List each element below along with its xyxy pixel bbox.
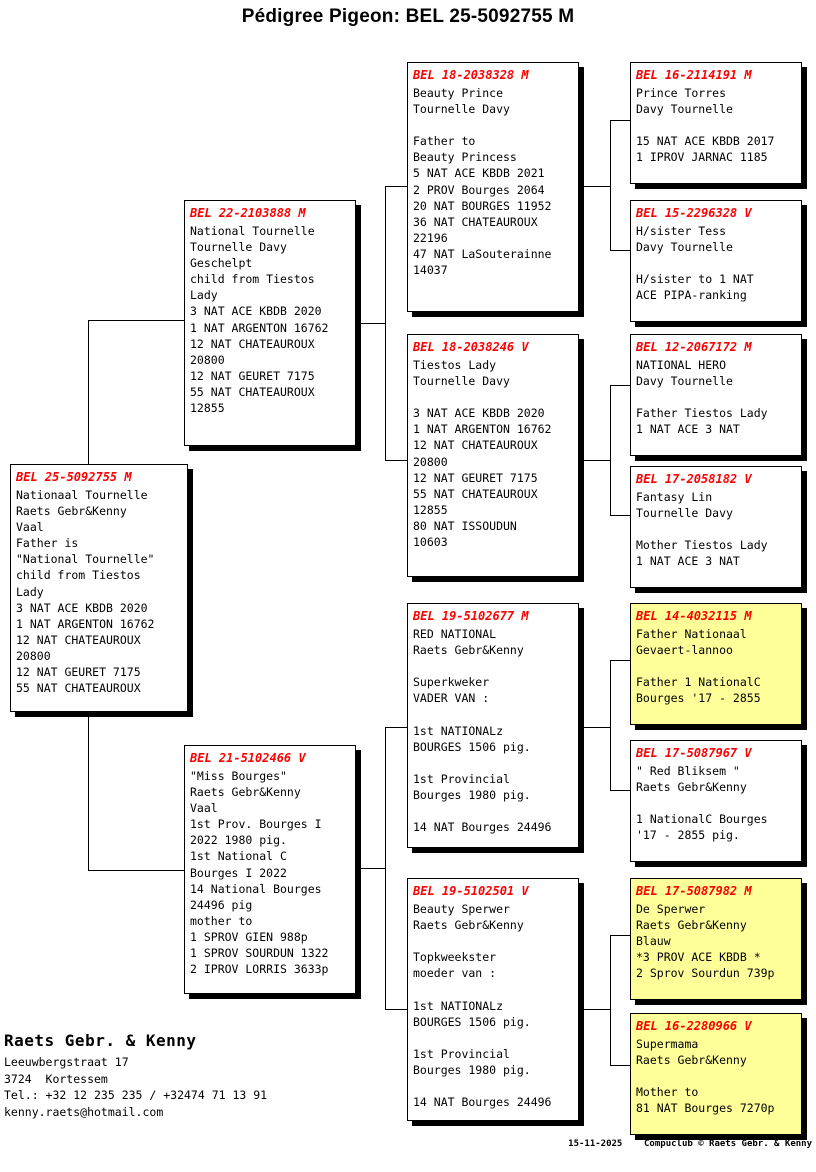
connector-mf-stem	[582, 727, 611, 728]
details-mm-father: De Sperwer Raets Gebr&Kenny Blauw *3 PRO…	[636, 902, 775, 981]
connector-to-father	[88, 320, 184, 321]
connector-to-fmm	[610, 515, 630, 516]
connector-fm-stem	[582, 460, 611, 461]
breeder-city: 3724 Kortessem	[4, 1071, 108, 1086]
details-mother-father: RED NATIONAL Raets Gebr&Kenny Superkweke…	[413, 627, 552, 835]
pedigree-box-mf-father[interactable]: BEL 14-4032115 M Father Nationaal Gevaer…	[630, 603, 802, 725]
pedigree-box-mother-father[interactable]: BEL 19-5102677 M RED NATIONAL Raets Gebr…	[407, 603, 579, 848]
details-mother-mother: Beauty Sperwer Raets Gebr&Kenny Topkweek…	[413, 902, 552, 1110]
ring-number-ff-mother: BEL 15-2296328 V	[636, 206, 752, 220]
pedigree-box-subject[interactable]: BEL 25-5092755 M Nationaal Tournelle Rae…	[10, 464, 188, 712]
connector-mm-vertical	[610, 935, 611, 1065]
connector-ff-vertical	[610, 120, 611, 250]
connector-mother-stem	[358, 868, 386, 869]
ring-number-father-father: BEL 18-2038328 M	[413, 68, 529, 82]
pedigree-box-father[interactable]: BEL 22-2103888 M National Tournelle Tour…	[184, 200, 356, 446]
footer-contact: Raets Gebr. & Kenny Leeuwbergstraat 17 3…	[4, 1031, 424, 1120]
ring-number-fm-father: BEL 12-2067172 M	[636, 340, 752, 354]
details-mf-father: Father Nationaal Gevaert-lannoo Father 1…	[636, 627, 761, 706]
ring-number-mm-father: BEL 17-5087982 M	[636, 884, 752, 898]
pedigree-box-mm-father[interactable]: BEL 17-5087982 M De Sperwer Raets Gebr&K…	[630, 878, 802, 1000]
connector-to-mf	[385, 727, 407, 728]
connector-to-ffm	[610, 250, 630, 251]
connector-father-stem	[358, 323, 386, 324]
connector-to-mm	[385, 1009, 407, 1010]
details-subject: Nationaal Tournelle Raets Gebr&Kenny Vaa…	[16, 488, 155, 696]
pedigree-box-father-mother[interactable]: BEL 18-2038246 V Tiestos Lady Tournelle …	[407, 334, 579, 577]
connector-to-mother	[88, 870, 184, 871]
pedigree-box-mother[interactable]: BEL 21-5102466 V "Miss Bourges" Raets Ge…	[184, 745, 356, 994]
details-ff-mother: H/sister Tess Davy Tournelle H/sister to…	[636, 224, 754, 303]
connector-to-fmf	[610, 385, 630, 386]
pedigree-box-mm-mother[interactable]: BEL 16-2280966 V Supermama Raets Gebr&Ke…	[630, 1013, 802, 1135]
connector-to-ff	[385, 186, 407, 187]
details-mf-mother: " Red Bliksem " Raets Gebr&Kenny 1 Natio…	[636, 764, 768, 843]
connector-ff-stem	[582, 186, 611, 187]
details-mm-mother: Supermama Raets Gebr&Kenny Mother to 81 …	[636, 1037, 775, 1116]
details-fm-father: NATIONAL HERO Davy Tournelle Father Ties…	[636, 358, 768, 437]
ring-number-fm-mother: BEL 17-2058182 V	[636, 472, 752, 486]
breeder-name: Raets Gebr. & Kenny	[4, 1031, 197, 1050]
details-mother: "Miss Bourges" Raets Gebr&Kenny Vaal 1st…	[190, 769, 329, 977]
ring-number-father-mother: BEL 18-2038246 V	[413, 340, 529, 354]
pedigree-box-mother-mother[interactable]: BEL 19-5102501 V Beauty Sperwer Raets Ge…	[407, 878, 579, 1121]
copyright-line: 15-11-2025 Compuclub © Raets Gebr. & Ken…	[568, 1139, 812, 1149]
ring-number-mother-father: BEL 19-5102677 M	[413, 609, 529, 623]
connector-mm-stem	[582, 1009, 611, 1010]
details-father-father: Beauty Prince Tournelle Davy Father to B…	[413, 86, 552, 278]
breeder-telephone: Tel.: +32 12 235 235 / +32474 71 13 91	[4, 1088, 268, 1103]
ring-number-mother: BEL 21-5102466 V	[190, 751, 306, 765]
details-father-mother: Tiestos Lady Tournelle Davy 3 NAT ACE KB…	[413, 358, 552, 550]
ring-number-father: BEL 22-2103888 M	[190, 206, 306, 220]
connector-mf-vertical	[610, 660, 611, 790]
ring-number-subject: BEL 25-5092755 M	[16, 470, 132, 484]
connector-to-fm	[385, 460, 407, 461]
ring-number-mf-mother: BEL 17-5087967 V	[636, 746, 752, 760]
connector-to-mfm	[610, 790, 630, 791]
connector-to-fff	[610, 120, 630, 121]
connector-to-mff	[610, 660, 630, 661]
connector-to-mmf	[610, 935, 630, 936]
breeder-address: Leeuwbergstraat 17	[4, 1055, 129, 1069]
pedigree-box-fm-father[interactable]: BEL 12-2067172 M NATIONAL HERO Davy Tour…	[630, 334, 802, 456]
pedigree-box-mf-mother[interactable]: BEL 17-5087967 V " Red Bliksem " Raets G…	[630, 740, 802, 862]
details-ff-father: Prince Torres Davy Tournelle 15 NAT ACE …	[636, 86, 775, 165]
details-father: National Tournelle Tournelle Davy Gesche…	[190, 224, 329, 416]
ring-number-ff-father: BEL 16-2114191 M	[636, 68, 752, 82]
ring-number-mm-mother: BEL 16-2280966 V	[636, 1019, 752, 1033]
connector-fm-vertical	[610, 385, 611, 515]
connector-to-mmm	[610, 1065, 630, 1066]
pedigree-box-fm-mother[interactable]: BEL 17-2058182 V Fantasy Lin Tournelle D…	[630, 466, 802, 588]
pedigree-box-father-father[interactable]: BEL 18-2038328 M Beauty Prince Tournelle…	[407, 62, 579, 312]
pedigree-box-ff-father[interactable]: BEL 16-2114191 M Prince Torres Davy Tour…	[630, 62, 802, 184]
breeder-email: kenny.raets@hotmail.com	[4, 1104, 164, 1119]
pedigree-box-ff-mother[interactable]: BEL 15-2296328 V H/sister Tess Davy Tour…	[630, 200, 802, 322]
ring-number-mf-father: BEL 14-4032115 M	[636, 609, 752, 623]
ring-number-mother-mother: BEL 19-5102501 V	[413, 884, 529, 898]
details-fm-mother: Fantasy Lin Tournelle Davy Mother Tiesto…	[636, 490, 768, 569]
page-title: Pédigree Pigeon: BEL 25-5092755 M	[241, 6, 575, 27]
